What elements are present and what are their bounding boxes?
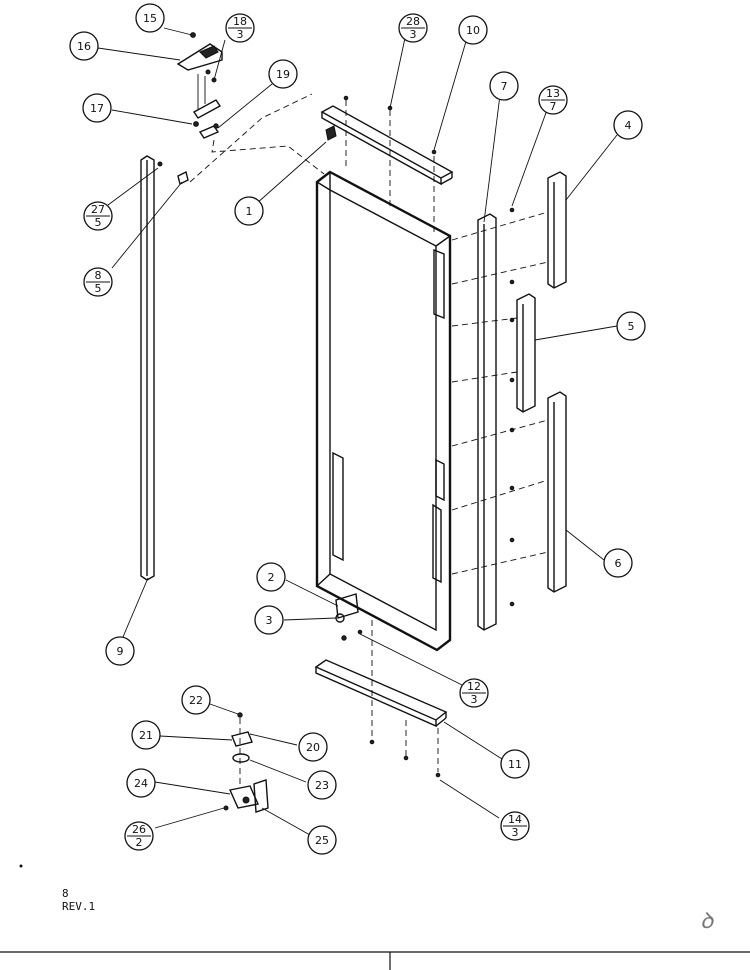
- door-frame: [315, 170, 452, 652]
- callout-17-label: 17: [90, 102, 104, 115]
- callout-21: 21: [131, 720, 161, 750]
- callout-23-label: 23: [315, 779, 329, 792]
- page-number: 8: [62, 887, 69, 900]
- callout-5: 5: [616, 311, 646, 341]
- callout-28-3-bottom: 3: [410, 28, 417, 41]
- handle-channel: [477, 213, 497, 631]
- callout-11: 11: [500, 749, 530, 779]
- lower-hinge-hardware: [335, 593, 359, 641]
- callout-13-7-bottom: 7: [550, 100, 557, 113]
- callout-14-3: 14 3: [500, 811, 530, 841]
- handwritten-mark: ꝺ: [700, 909, 714, 934]
- callout-14-3-top: 14: [508, 813, 522, 826]
- callout-6-label: 6: [615, 557, 622, 570]
- callout-4-label: 4: [625, 119, 632, 132]
- callout-1: 1: [234, 196, 264, 226]
- callout-22: 22: [181, 685, 211, 715]
- callout-18-3: 18 3: [225, 13, 255, 43]
- page-footer: 8 REV.1: [62, 887, 95, 913]
- callout-14-3-bottom: 3: [512, 826, 519, 839]
- callout-10-label: 10: [466, 24, 480, 37]
- callout-11-label: 11: [508, 758, 522, 771]
- shelf-bracket-lower: [547, 391, 567, 593]
- shelf-bracket-middle: [516, 293, 536, 413]
- callout-7: 7: [489, 71, 519, 101]
- callout-27-5-bottom: 5: [95, 216, 102, 229]
- callout-12-3-top: 12: [467, 680, 481, 693]
- callout-7-label: 7: [501, 80, 508, 93]
- callout-18-3-bottom: 3: [237, 28, 244, 41]
- callout-28-3: 28 3: [398, 13, 428, 43]
- revision-label: REV.1: [62, 900, 96, 913]
- callout-26-2-bottom: 2: [136, 836, 143, 849]
- screws: [343, 95, 515, 778]
- callout-8-5: 8 5: [83, 267, 113, 297]
- callout-19-label: 19: [276, 68, 290, 81]
- stray-mark: [19, 864, 23, 868]
- callout-23: 23: [307, 770, 337, 800]
- callout-3: 3: [254, 605, 284, 635]
- callout-16-label: 16: [77, 40, 91, 53]
- callout-13-7: 13 7: [538, 85, 568, 115]
- callout-24-label: 24: [134, 777, 148, 790]
- callout-3-label: 3: [266, 614, 273, 627]
- callout-21-label: 21: [139, 729, 153, 742]
- callout-12-3: 12 3: [459, 678, 489, 708]
- callout-28-3-top: 28: [406, 15, 420, 28]
- callout-20-label: 20: [306, 741, 320, 754]
- callout-25: 25: [307, 825, 337, 855]
- callout-balloons: 15 18 3 16 28 3 10 7: [69, 3, 646, 855]
- callout-2: 2: [256, 562, 286, 592]
- callout-2-label: 2: [268, 571, 275, 584]
- callout-19: 19: [268, 59, 298, 89]
- callout-26-2-top: 26: [132, 823, 146, 836]
- callout-24: 24: [126, 768, 156, 798]
- callout-5-label: 5: [628, 320, 635, 333]
- callout-27-5-top: 27: [91, 203, 105, 216]
- callout-22-label: 22: [189, 694, 203, 707]
- callout-9: 9: [105, 636, 135, 666]
- top-trim: [320, 105, 454, 186]
- leader-lines: [97, 27, 618, 836]
- callout-1-label: 1: [246, 205, 253, 218]
- callout-13-7-top: 13: [546, 87, 560, 100]
- callout-15: 15: [135, 3, 165, 33]
- callout-25-label: 25: [315, 834, 329, 847]
- hinge-pin-parts: [157, 125, 337, 186]
- callout-26-2: 26 2: [124, 821, 154, 851]
- callout-6: 6: [603, 548, 633, 578]
- callout-9-label: 9: [117, 645, 124, 658]
- callout-20: 20: [298, 732, 328, 762]
- callout-10: 10: [458, 15, 488, 45]
- callout-15-label: 15: [143, 12, 157, 25]
- callout-12-3-bottom: 3: [471, 693, 478, 706]
- upper-hinge: [176, 32, 223, 139]
- callout-8-5-bottom: 5: [95, 282, 102, 295]
- bottom-trim: [314, 659, 448, 728]
- assembly-lines: [189, 93, 549, 786]
- callout-17: 17: [82, 93, 112, 123]
- callout-27-5: 27 5: [83, 201, 113, 231]
- callout-4: 4: [613, 110, 643, 140]
- callout-16: 16: [69, 31, 99, 61]
- door-gasket: [140, 155, 155, 581]
- callout-8-5-top: 8: [95, 269, 102, 282]
- bottom-hinge: [223, 712, 269, 813]
- callout-18-3-top: 18: [233, 15, 247, 28]
- shelf-bracket-upper: [547, 171, 567, 289]
